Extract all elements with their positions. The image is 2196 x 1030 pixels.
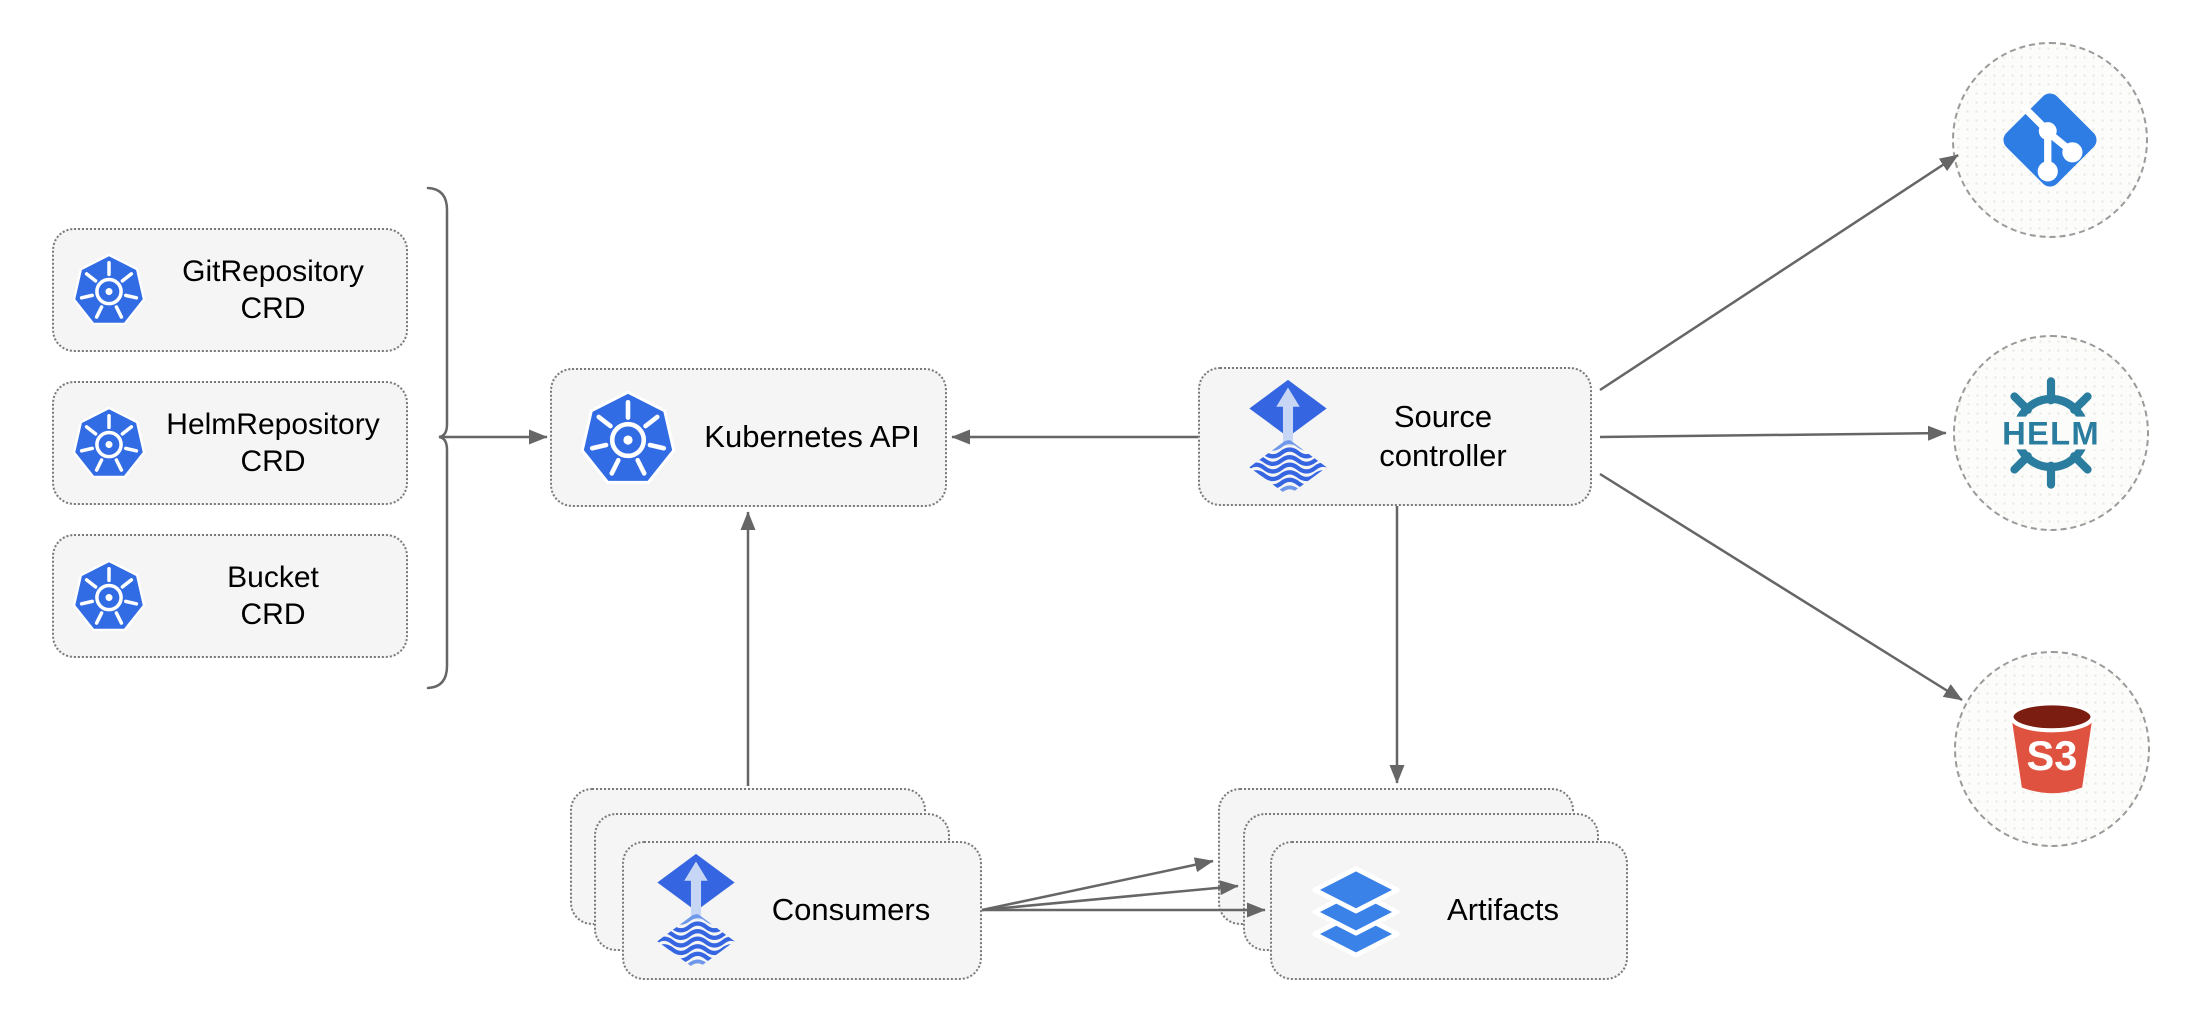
- kubernetes-icon: [70, 251, 148, 329]
- label-line: Bucket: [227, 560, 319, 594]
- s3-label: S3: [2027, 732, 2078, 779]
- helmrepository-crd-node: HelmRepository CRD: [52, 381, 408, 505]
- arrow-source-to-s3: [1599, 472, 1963, 702]
- kubernetes-api-node: Kubernetes API: [550, 368, 947, 507]
- git-endpoint-circle: [1952, 42, 2148, 238]
- source-controller-node: Source controller: [1198, 367, 1592, 506]
- git-icon: [1994, 84, 2106, 196]
- gitrepository-crd-node: GitRepository CRD: [52, 228, 408, 352]
- kubernetes-api-label: Kubernetes API: [704, 419, 920, 455]
- flux-icon: [654, 852, 738, 970]
- helmrepository-crd-label: HelmRepository CRD: [148, 406, 406, 481]
- label-line: CRD: [240, 292, 306, 325]
- artifacts-node: Artifacts: [1270, 841, 1628, 980]
- kubernetes-icon: [577, 387, 679, 489]
- kubernetes-icon: [70, 404, 148, 482]
- consumers-label: Consumers: [771, 892, 931, 928]
- crd-group-bracket: [426, 186, 449, 690]
- gitrepository-crd-label: GitRepository CRD: [148, 253, 406, 328]
- arrow-consumers-to-artifacts-middle: [981, 880, 1239, 912]
- source-controller-label: Source controller: [1330, 398, 1590, 476]
- s3-icon: S3: [2000, 682, 2104, 816]
- layers-icon: [1308, 863, 1404, 959]
- label-line: HelmRepository: [166, 407, 380, 441]
- arrow-source-to-helm: [1599, 425, 1947, 441]
- label-line: GitRepository: [182, 254, 364, 288]
- consumers-node: Consumers: [622, 841, 982, 980]
- label-line: CRD: [240, 598, 306, 631]
- label-line: CRD: [240, 445, 306, 478]
- artifacts-label: Artifacts: [1447, 892, 1559, 928]
- label-line: controller: [1379, 437, 1507, 473]
- s3-endpoint-circle: S3: [1954, 651, 2150, 847]
- helm-icon: HELM: [1988, 370, 2114, 496]
- helm-endpoint-circle: HELM: [1953, 335, 2149, 531]
- kubernetes-icon: [70, 557, 148, 635]
- label-line: Source: [1393, 398, 1493, 434]
- helm-label: HELM: [2002, 414, 2100, 451]
- flux-icon: [1246, 378, 1330, 496]
- bucket-crd-label: Bucket CRD: [148, 559, 406, 634]
- arrow-source-to-git: [1599, 153, 1959, 392]
- bucket-crd-node: Bucket CRD: [52, 534, 408, 658]
- arrow-consumers-to-artifacts-back: [981, 857, 1214, 912]
